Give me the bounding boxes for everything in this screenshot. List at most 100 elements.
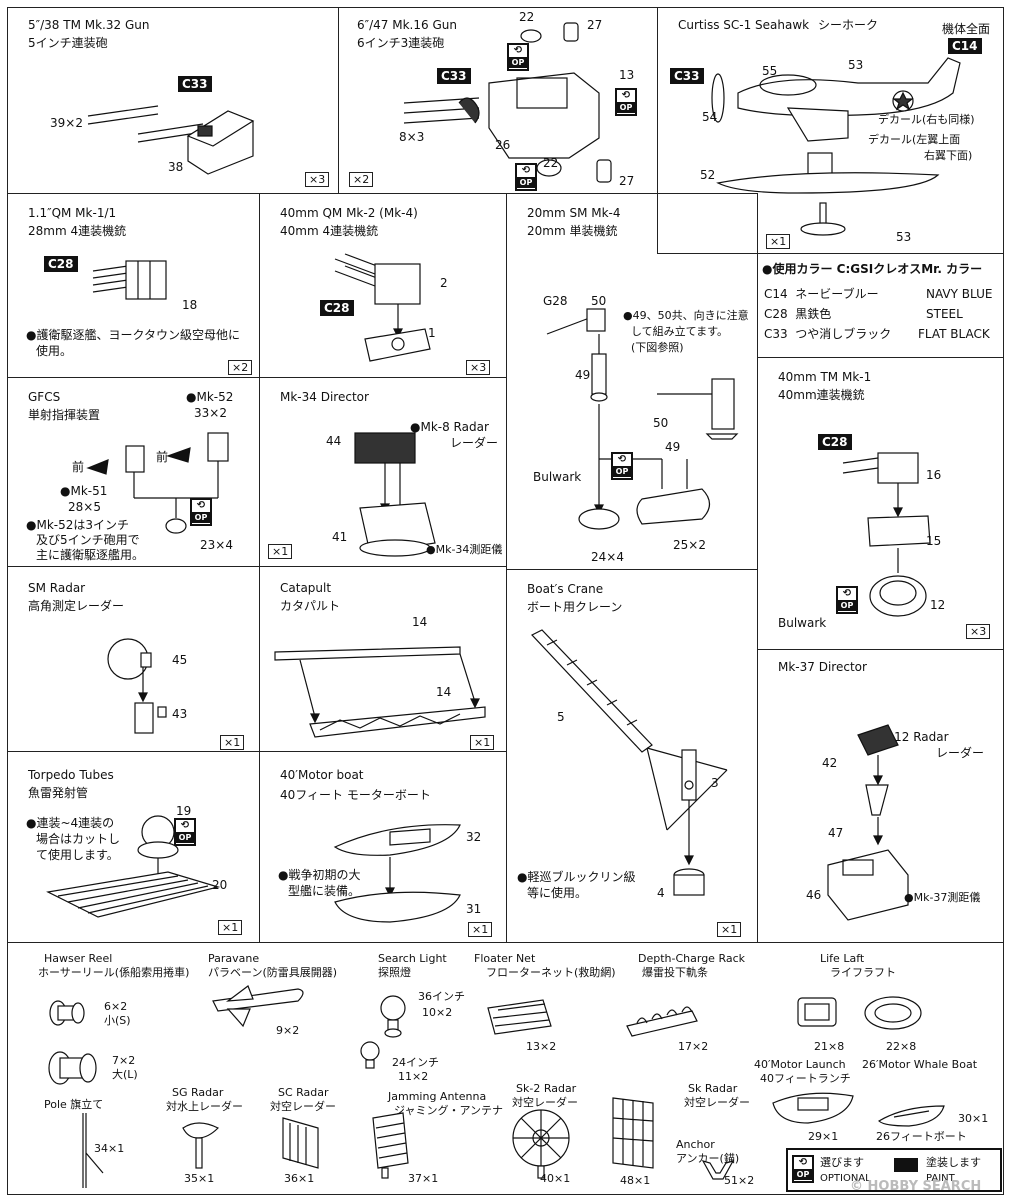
quantity-text: 34×1 (94, 1142, 125, 1155)
jamming-antenna-drawing (372, 1112, 409, 1179)
part-number: 14 (412, 615, 428, 629)
part-number: 16 (926, 468, 942, 482)
item-jp: フローターネット(救助網) (486, 966, 616, 979)
panel-sm-radar: SM Radar 高角測定レーダー 45 43 ×1 (7, 566, 260, 752)
quantity-box: ×3 (966, 624, 991, 639)
item-en: Sk-2 Radar (516, 1082, 577, 1095)
item-en: Search Light (378, 952, 447, 965)
item-jp: 対空レーダー (270, 1100, 336, 1113)
part-number: 22 (543, 156, 559, 170)
part-number: 3 (711, 776, 719, 790)
color-code-tag: C33 (670, 68, 704, 84)
quantity-text: 40×1 (540, 1172, 571, 1185)
part-number: 53 (896, 230, 912, 244)
quantity-text: 11×2 (398, 1070, 429, 1083)
range-label: ●Mk-37測距儀 (904, 891, 981, 904)
panel-mk34: Mk-34 Director ●Mk-8 Radar レーダー 44 41 ●M… (259, 377, 507, 567)
panel-torpedo: Torpedo Tubes 魚雷発射管 19 ⟲OP ●連装~4連装の 場合はカ… (7, 751, 260, 943)
part-number: 8×3 (399, 130, 425, 144)
life-raft-drawing (797, 996, 922, 1030)
optional-icon: ⟲OP (611, 452, 633, 480)
item-jp: アンカー(錨) (676, 1152, 740, 1165)
item-en: Sk Radar (688, 1082, 738, 1095)
item-jp: 対空レーダー (512, 1096, 578, 1109)
quantity-text: 30×1 (958, 1112, 989, 1125)
quantity-text: 17×2 (678, 1040, 709, 1053)
search-light-drawing (360, 995, 406, 1069)
part-number: 33×2 (194, 406, 227, 420)
note-text: ●Mk-52は3インチ (26, 518, 130, 532)
panel-qm11: 1.1″QM Mk-1/1 28mm 4連装機銃 C28 18 ●護衛駆逐艦、ヨ… (7, 193, 260, 378)
part-number: 26 (495, 138, 511, 152)
panel-subtitle: 5インチ連装砲 (28, 36, 108, 50)
panel-title: 6″/47 Mk.16 Gun (357, 18, 457, 32)
item-en: SC Radar (278, 1086, 329, 1099)
panel-mk37: Mk-37 Director ●Mk-12 Radar レーダー 42 47 4… (757, 649, 1004, 943)
part-number: 15 (926, 534, 942, 548)
part-number: 19 (176, 804, 192, 818)
part-number: 18 (182, 298, 198, 312)
color-code-tag: C33 (437, 68, 471, 84)
part-number: 43 (172, 707, 188, 721)
color-code-tag: C28 (44, 256, 78, 272)
panel-seahawk: Curtiss SC-1 Seahawk シーホーク 機体全面 C14 C33 … (657, 7, 1004, 254)
part-number: 12 (930, 598, 946, 612)
panel-subtitle: 28mm 4連装機銃 (28, 224, 127, 238)
radar-label-jp: レーダー (450, 436, 499, 450)
single-20mm-drawing (546, 308, 739, 530)
part-number: 41 (332, 530, 348, 544)
hawser-reel-drawing (48, 1000, 97, 1085)
whale-boat-drawing (878, 1105, 945, 1127)
legend-op-en: OPTIONAL (820, 1173, 871, 1184)
panel-title: 40′Motor boat (280, 768, 364, 782)
panel-sm20: 20mm SM Mk-4 20mm 単装機銃 G28 50 ●49、50共、向き… (506, 193, 758, 570)
quantity-box: ×1 (717, 922, 742, 937)
legend-op-jp: 選びます (820, 1156, 864, 1169)
item-jp: 26フィートボート (876, 1130, 967, 1143)
panel-subtitle: 20mm 単装機銃 (527, 224, 618, 238)
panel-6in-gun: 6″/47 Mk.16 Gun 6インチ3連装砲 C33 ⟲OP ⟲OP ⟲OP… (338, 7, 658, 194)
panel-title-jp: シーホーク (818, 18, 879, 32)
item-en: 40′Motor Launch (754, 1058, 846, 1071)
item-jp: 40フィートランチ (760, 1072, 851, 1085)
item-jp: ホーサーリール(係船索用捲車) (38, 966, 190, 979)
panel-motorboat: 40′Motor boat 40フィート モーターボート 32 31 ●戦争初期… (259, 751, 507, 943)
part-number: 53 (848, 58, 864, 72)
quad-mg-drawing (92, 260, 167, 300)
panel-qm40: 40mm QM Mk-2 (Mk-4) 40mm 4連装機銃 C28 2 1 ×… (259, 193, 507, 378)
part-number: 55 (762, 64, 778, 78)
part-number: 13 (619, 68, 635, 82)
overall-label: 機体全面 (942, 22, 991, 36)
part-number: 44 (326, 434, 342, 448)
part-label: ●Mk-51 (60, 484, 108, 498)
note-text: ●戦争初期の大 (278, 868, 361, 882)
item-jp: 対空レーダー (684, 1096, 750, 1109)
gfcs-drawing (86, 432, 229, 534)
part-number: 4 (657, 886, 665, 900)
panel-crane: Boat′s Crane ボート用クレーン 5 3 4 ●軽巡ブルックリン級 等… (506, 569, 758, 943)
quantity-box: ×1 (766, 234, 791, 249)
quantity-text: 22×8 (886, 1040, 917, 1053)
quantity-text: 10×2 (422, 1006, 453, 1019)
quantity-text: 36×1 (284, 1172, 315, 1185)
panel-title: 20mm SM Mk-4 (527, 206, 621, 220)
part-number: 20 (212, 878, 228, 892)
item-en: Life Laft (820, 952, 865, 965)
motor-launch-drawing (772, 1092, 854, 1124)
decal-note: デカール(左翼上面 (868, 133, 961, 146)
bulwark-label: Bulwark (533, 470, 582, 484)
item-jp: 爆雷投下軌条 (642, 966, 708, 979)
item-jp: 対水上レーダー (166, 1100, 243, 1113)
part-number: 22 (519, 10, 535, 24)
optional-icon: ⟲OP (792, 1155, 814, 1183)
quad-40mm-drawing (334, 253, 431, 362)
panel-subtitle: 40mm 4連装機銃 (280, 224, 379, 238)
decal-note: 右翼下面) (924, 149, 973, 162)
part-number: 24×4 (591, 550, 624, 564)
color-row: C28 黒鉄色 (764, 307, 832, 321)
part-number: 50 (591, 294, 607, 308)
note-text: て使用します。 (36, 848, 119, 862)
color-code-tag: C14 (948, 38, 982, 54)
optional-icon: ⟲OP (615, 88, 637, 116)
panel-subtitle: カタパルト (280, 599, 341, 613)
